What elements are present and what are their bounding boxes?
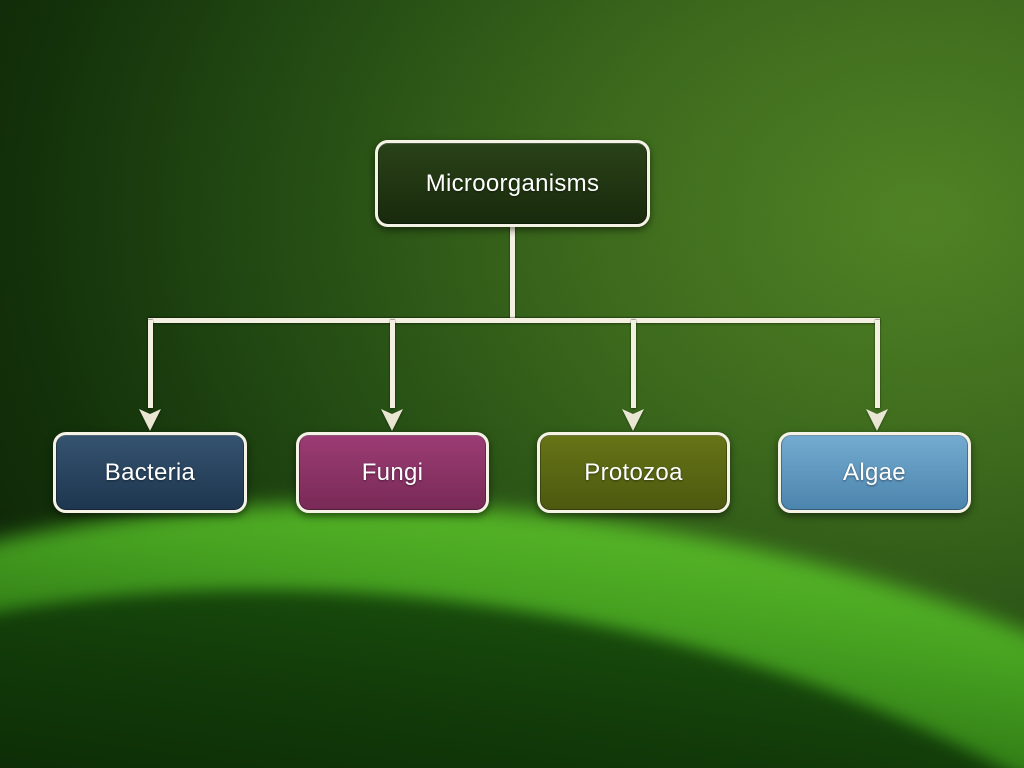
arrow-down-icon (622, 409, 644, 431)
node-label: Protozoa (584, 458, 683, 486)
connector-drop-fungi (390, 320, 395, 408)
arrow-down-icon (866, 409, 888, 431)
node-label: Bacteria (104, 458, 196, 486)
diagram-node-bacteria[interactable]: Bacteria (53, 432, 247, 513)
node-label: Algae (843, 458, 906, 486)
node-label: Fungi (361, 458, 424, 486)
connector-horizontal-bar (148, 318, 880, 323)
connector-drop-protozoa (631, 320, 636, 408)
node-label: Microorganisms (425, 169, 600, 197)
diagram-node-microorganisms[interactable]: Microorganisms (375, 140, 650, 227)
arrow-down-icon (139, 409, 161, 431)
diagram-node-fungi[interactable]: Fungi (296, 432, 489, 513)
arrow-down-icon (381, 409, 403, 431)
diagram-node-protozoa[interactable]: Protozoa (537, 432, 730, 513)
connector-drop-algae (875, 320, 880, 408)
connector-drop-bacteria (148, 320, 153, 408)
connector-root-stem (510, 226, 515, 320)
diagram-node-algae[interactable]: Algae (778, 432, 971, 513)
